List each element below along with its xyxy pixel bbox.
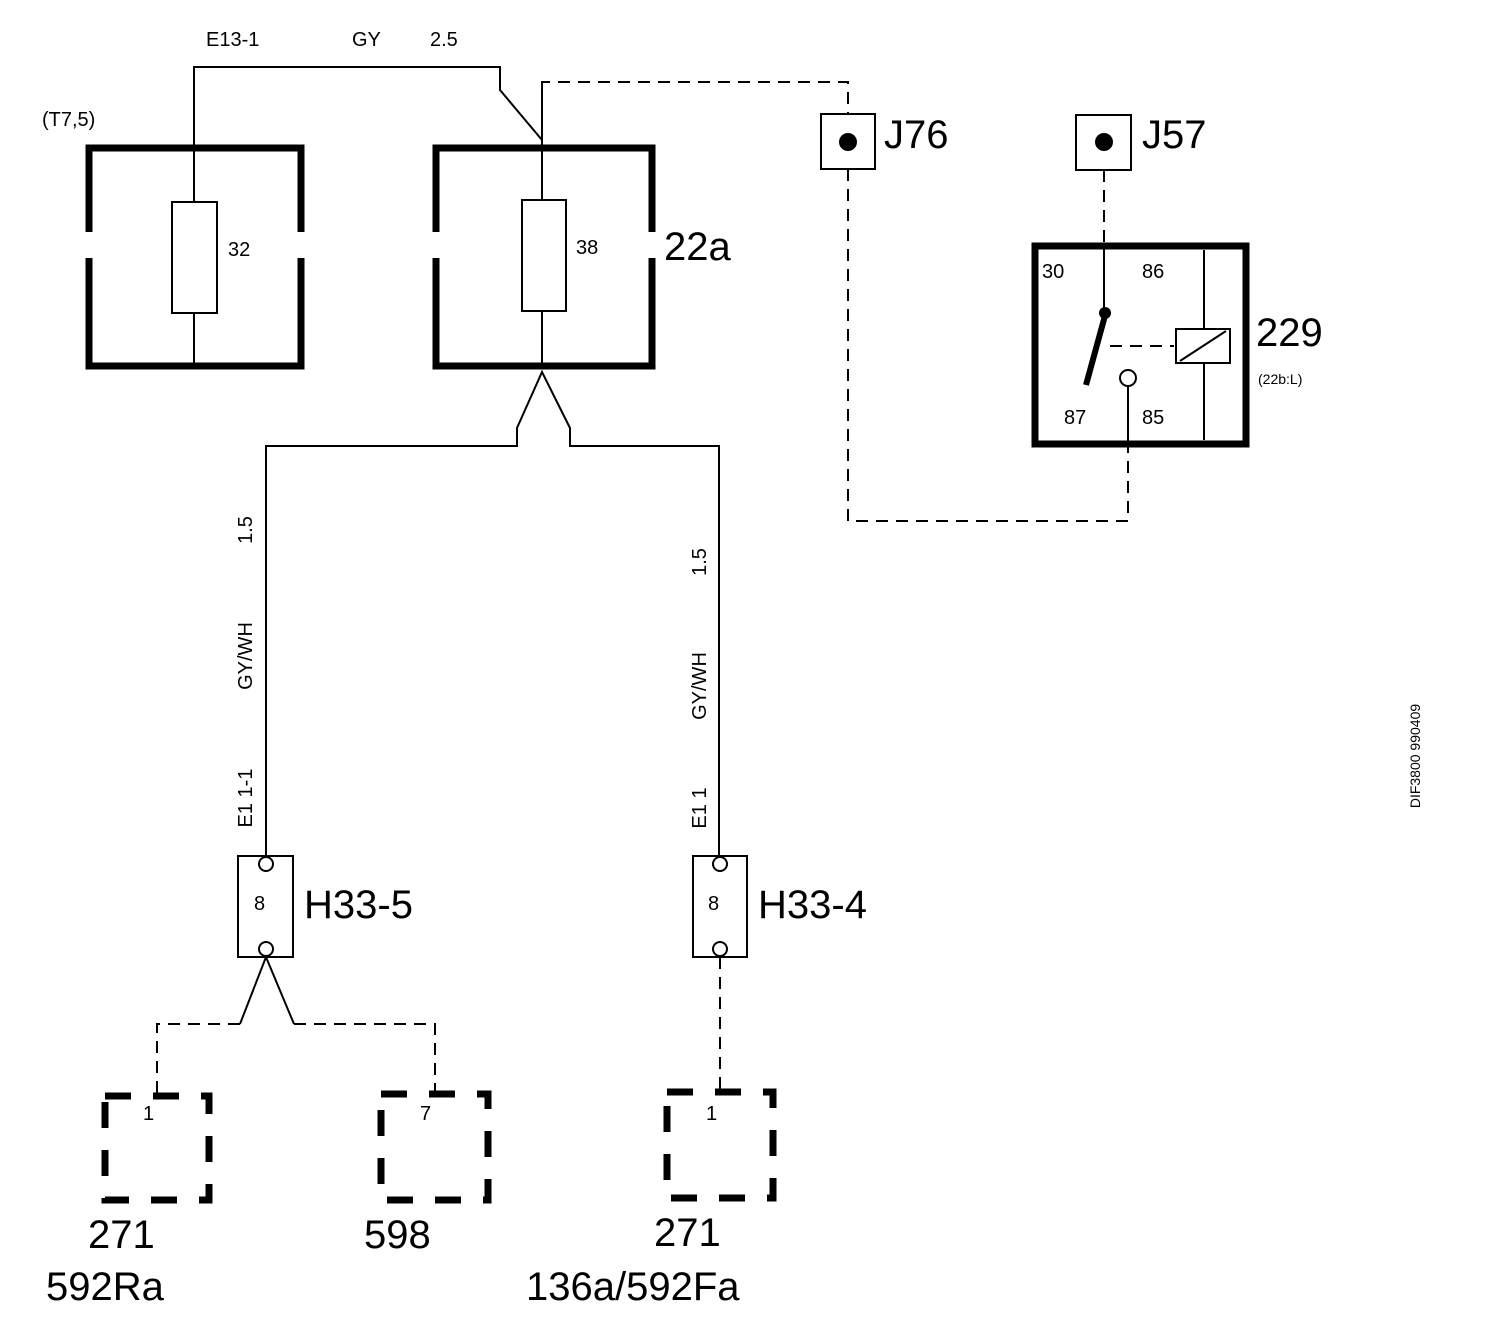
component-3-pin: 1 <box>706 1103 717 1125</box>
relay-229 <box>1031 242 1250 448</box>
relay-pin-85: 85 <box>1142 407 1164 429</box>
component-2-pin: 7 <box>420 1103 431 1125</box>
ground-point-j76 <box>820 113 876 170</box>
right-color-label: GY/WH <box>689 652 711 720</box>
relay-location: (22b:L) <box>1258 371 1302 387</box>
left-circuit-label: E1 1-1 <box>235 769 257 828</box>
left-branch-labels: 1.5 GY/WH E1 1-1 <box>235 516 257 827</box>
fuse-38-box <box>432 86 656 370</box>
component-2-line1: 598 <box>364 1213 431 1257</box>
component-3-line2: 136a/592Fa <box>526 1265 740 1309</box>
fuse-32-number: 32 <box>228 239 250 261</box>
connector-h33-5 <box>237 855 294 958</box>
fuse-32-box <box>85 144 305 370</box>
wire-gauge-label: 2.5 <box>430 29 458 51</box>
component-1-line1: 271 <box>88 1213 155 1257</box>
fuse-32-element <box>171 201 218 314</box>
dashed-wire-h33-5-598 <box>294 1023 436 1094</box>
relay-pin-86: 86 <box>1142 261 1164 283</box>
relay-pin-87: 87 <box>1064 407 1086 429</box>
fuse-38-element <box>521 199 567 312</box>
relay-pin-30: 30 <box>1042 261 1064 283</box>
ground-point-j57 <box>1075 114 1132 171</box>
connector-h33-5-label: H33-5 <box>304 883 413 927</box>
connector-h33-4 <box>692 855 748 958</box>
dashed-wire-j76-relay <box>847 169 1129 522</box>
dashed-wire-j76 <box>541 81 849 114</box>
relay-number: 229 <box>1256 311 1323 355</box>
component-box-271-right <box>663 1088 777 1202</box>
component-box-598 <box>377 1090 492 1204</box>
right-gauge-label: 1.5 <box>689 548 711 576</box>
fuse-32-rating: (T7,5) <box>42 109 95 131</box>
ground-label-j57: J57 <box>1142 113 1207 157</box>
splice-h33-5 <box>239 954 295 1025</box>
component-1-pin: 1 <box>143 1103 154 1125</box>
wire-e13-1 <box>193 66 543 148</box>
left-gauge-label: 1.5 <box>235 516 257 544</box>
connector-h33-5-pin: 8 <box>254 893 265 915</box>
left-color-label: GY/WH <box>235 622 257 690</box>
connector-h33-4-pin: 8 <box>708 893 719 915</box>
fuse-38-number: 38 <box>576 237 598 259</box>
document-id: DIF3800 990409 <box>1407 704 1423 809</box>
fuse-box-label: 22a <box>664 225 731 269</box>
right-circuit-label: E1 1 <box>689 787 711 828</box>
wire-color-label: GY <box>352 29 381 51</box>
wire-circuit-label: E13-1 <box>206 29 259 51</box>
component-box-271-left <box>101 1092 213 1204</box>
right-branch-labels: 1.5 GY/WH E1 1 <box>689 548 711 828</box>
splice-fuse-38 <box>265 369 720 860</box>
component-3-line1: 271 <box>654 1211 721 1255</box>
connector-h33-4-label: H33-4 <box>758 883 867 927</box>
dashed-wire-h33-5-271 <box>156 1023 240 1094</box>
ground-label-j76: J76 <box>884 113 949 157</box>
component-1-line2: 592Ra <box>46 1265 165 1309</box>
